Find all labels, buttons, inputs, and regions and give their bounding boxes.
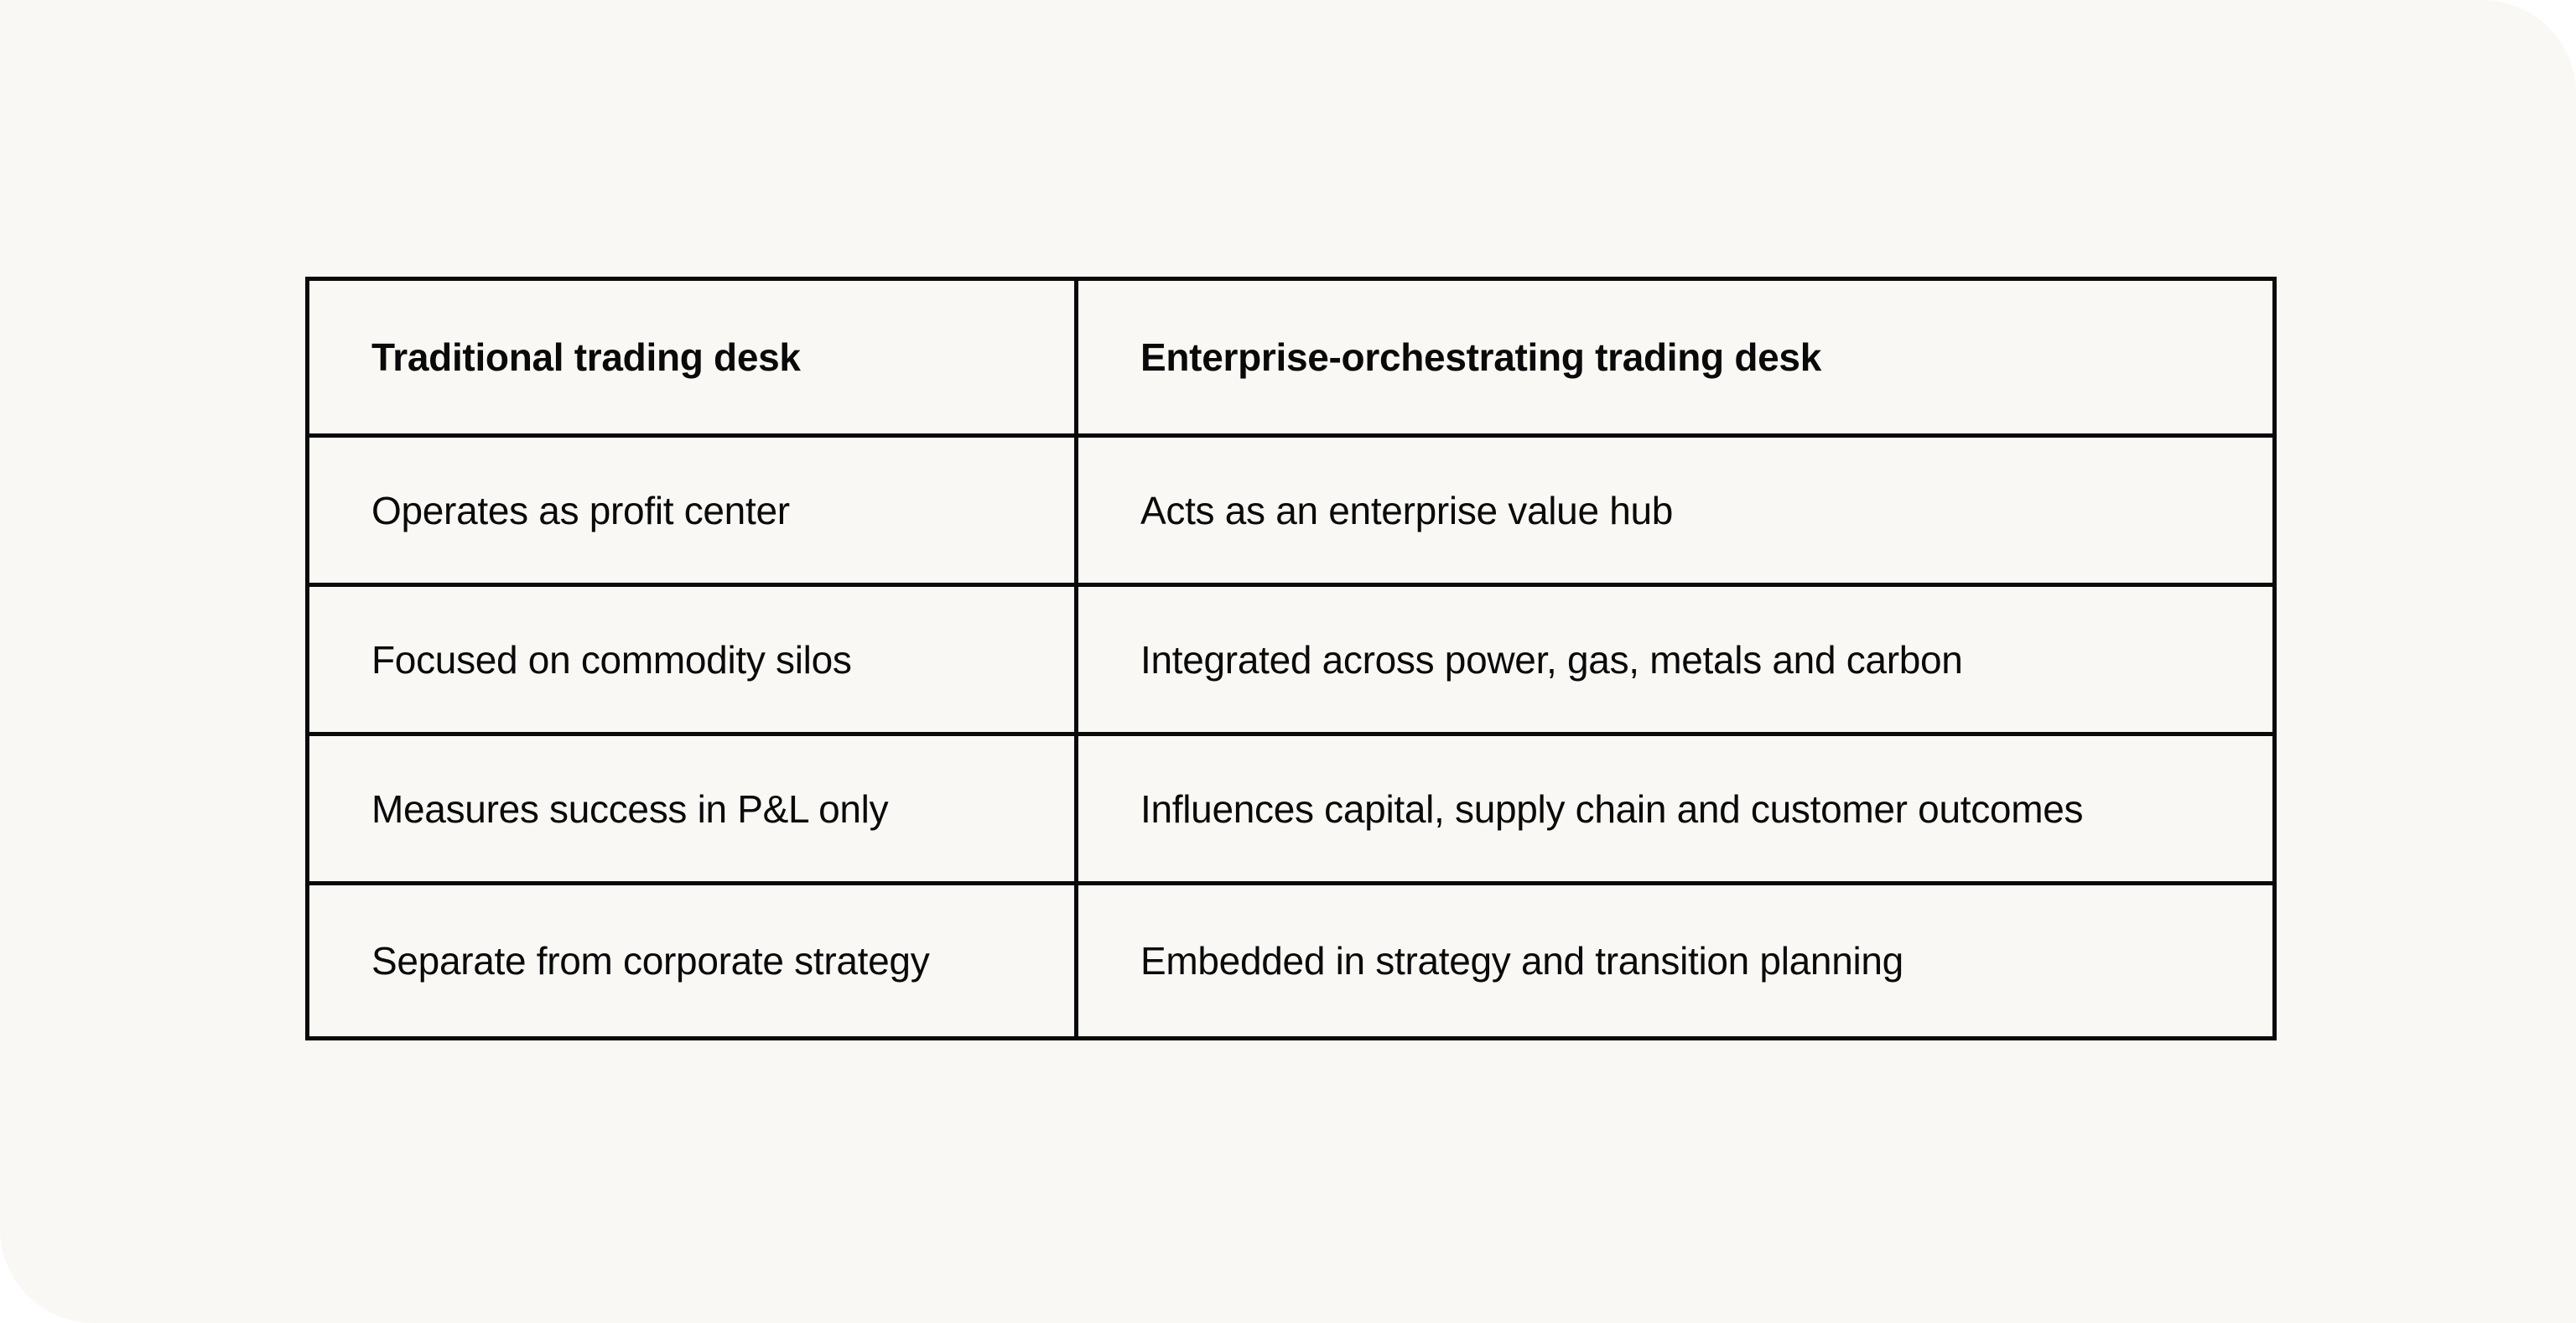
enterprise-cell: Acts as an enterprise value hub <box>1074 433 2277 587</box>
header-traditional-desk: Traditional trading desk <box>305 277 1078 438</box>
comparison-table: Traditional trading desk Enterprise-orch… <box>305 277 2277 1040</box>
table-row: Operates as profit center Acts as an ent… <box>305 433 2277 587</box>
traditional-cell: Operates as profit center <box>305 433 1078 587</box>
enterprise-cell: Influences capital, supply chain and cus… <box>1074 732 2277 885</box>
traditional-cell: Focused on commodity silos <box>305 583 1078 736</box>
enterprise-cell: Embedded in strategy and transition plan… <box>1074 881 2277 1040</box>
table-row: Focused on commodity silos Integrated ac… <box>305 583 2277 736</box>
traditional-cell: Measures success in P&L only <box>305 732 1078 885</box>
enterprise-cell: Integrated across power, gas, metals and… <box>1074 583 2277 736</box>
traditional-cell: Separate from corporate strategy <box>305 881 1078 1040</box>
table-header-row: Traditional trading desk Enterprise-orch… <box>305 277 2277 438</box>
table-row: Separate from corporate strategy Embedde… <box>305 881 2277 1040</box>
table-row: Measures success in P&L only Influences … <box>305 732 2277 885</box>
header-enterprise-desk: Enterprise-orchestrating trading desk <box>1074 277 2277 438</box>
